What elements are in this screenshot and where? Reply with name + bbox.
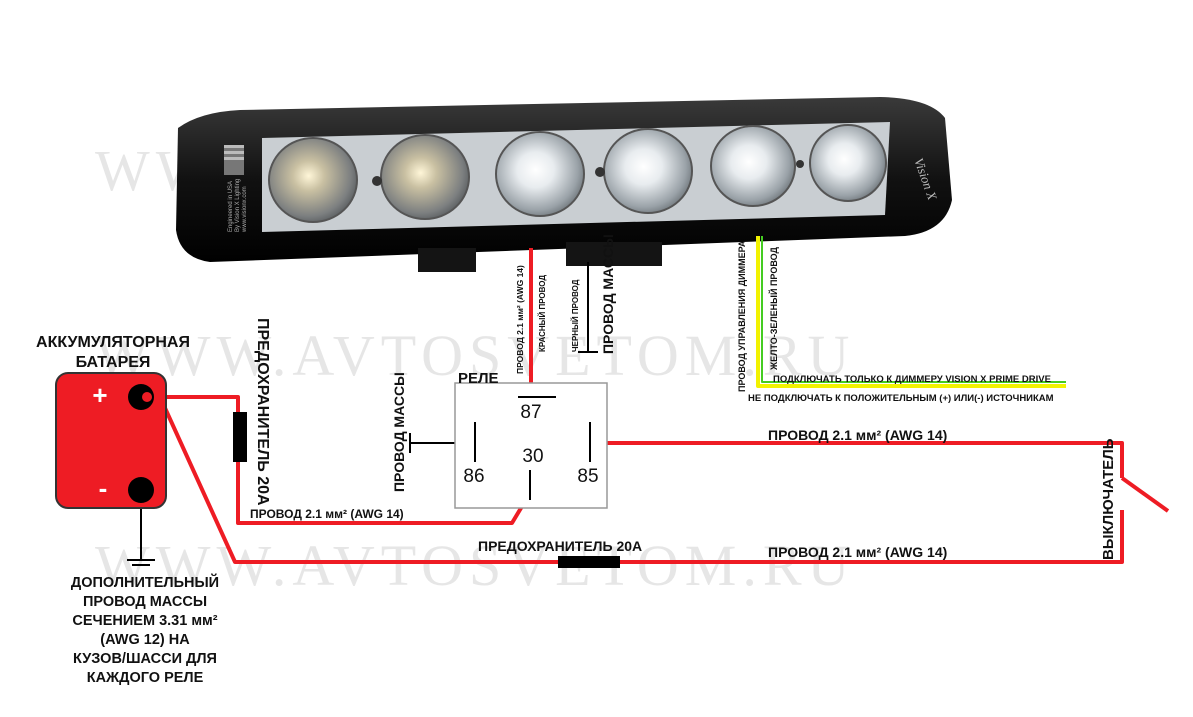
led-lens-4 bbox=[603, 128, 693, 214]
wire-relay-85-to-switch bbox=[593, 441, 1124, 478]
relay: 87 86 30 85 bbox=[454, 382, 608, 509]
svg-text:By Vision X Lighting: By Vision X Lighting bbox=[235, 179, 241, 232]
switch-lever bbox=[1120, 476, 1170, 513]
wire-label-fuse-to-30: ПРОВОД 2.1 мм² (AWG 14) bbox=[250, 507, 404, 521]
ground-note: ДОПОЛНИТЕЛЬНЫЙ ПРОВОД МАССЫ СЕЧЕНИЕМ 3.3… bbox=[71, 573, 219, 686]
svg-text:КАЖДОГО РЕЛЕ: КАЖДОГО РЕЛЕ bbox=[87, 670, 204, 686]
svg-text:ДОПОЛНИТЕЛЬНЫЙ: ДОПОЛНИТЕЛЬНЫЙ bbox=[71, 573, 219, 591]
fuse-horizontal bbox=[558, 556, 620, 568]
wire-battery-to-switch bbox=[158, 396, 1124, 564]
wires bbox=[127, 236, 1170, 566]
watermark-2: WWW.AVTOSVETOM.RU bbox=[95, 323, 855, 388]
dimmer-note-line1: ПОДКЛЮЧАТЬ ТОЛЬКО К ДИММЕРУ VISION X PRI… bbox=[773, 374, 1051, 385]
relay-pin-85: 85 bbox=[577, 466, 598, 487]
wire-label-dimmer-line1: ПРОВОД УПРАВЛЕНИЯ ДИММЕРА bbox=[737, 240, 747, 392]
us-flag-icon bbox=[224, 145, 244, 175]
mount-foot-right bbox=[566, 242, 662, 266]
svg-text:КУЗОВ/ШАССИ ДЛЯ: КУЗОВ/ШАССИ ДЛЯ bbox=[73, 651, 217, 667]
battery-positive-terminal bbox=[128, 384, 154, 410]
svg-text:(AWG 12) НА: (AWG 12) НА bbox=[100, 632, 190, 648]
svg-text:ПРОВОД МАССЫ: ПРОВОД МАССЫ bbox=[83, 594, 207, 610]
fuse-vertical-label: ПРЕДОХРАНИТЕЛЬ 20А bbox=[254, 318, 271, 506]
wire-label-black-big: ПРОВОД МАССЫ bbox=[600, 234, 616, 354]
dimmer-note-line2: НЕ ПОДКЛЮЧАТЬ К ПОЛОЖИТЕЛЬНЫМ (+) ИЛИ(-)… bbox=[748, 393, 1054, 404]
wire-label-black-small: ЧЕРНЫЙ ПРОВОД bbox=[571, 279, 580, 352]
fuse-bottom-label: ПРЕДОХРАНИТЕЛЬ 20А bbox=[478, 538, 642, 554]
relay-pin-30: 30 bbox=[522, 446, 543, 467]
svg-text:Engineered in USA: Engineered in USA bbox=[228, 181, 234, 232]
wire-label-red-line1: ПРОВОД 2.1 мм² (AWG 14) bbox=[515, 265, 525, 374]
wire-label-bottom: ПРОВОД 2.1 мм² (AWG 14) bbox=[768, 544, 947, 560]
relay-pin-87: 87 bbox=[520, 402, 541, 423]
relay-title: РЕЛЕ bbox=[458, 370, 499, 387]
led-lens-6 bbox=[809, 124, 887, 202]
wire-label-red-line2: КРАСНЫЙ ПРОВОД bbox=[538, 275, 547, 352]
relay-ground-label: ПРОВОД МАССЫ bbox=[391, 372, 407, 492]
led-lenses bbox=[268, 124, 887, 223]
wire-dimmer-green bbox=[761, 236, 1066, 383]
switch-label: ВЫКЛЮЧАТЕЛЬ bbox=[1100, 438, 1117, 560]
light-bar-label: Engineered in USA By Vision X Lighting w… bbox=[228, 179, 248, 233]
battery-title-line1: АККУМУЛЯТОРНАЯ bbox=[36, 334, 190, 351]
relay-pin-86: 86 bbox=[463, 466, 484, 487]
fuse-vertical bbox=[233, 412, 247, 462]
wire-label-dimmer-line2: ЖЕЛТО-ЗЕЛЕНЫЙ ПРОВОД bbox=[768, 247, 779, 371]
led-lens-1 bbox=[268, 137, 358, 223]
led-lens-5 bbox=[710, 125, 796, 207]
led-light-bar: Engineered in USA By Vision X Lighting w… bbox=[176, 97, 952, 272]
battery: + - bbox=[55, 372, 167, 509]
led-lens-2 bbox=[380, 134, 470, 220]
watermark-3: WWW.AVTOSVETOM.RU bbox=[95, 533, 855, 598]
led-lens-3 bbox=[495, 131, 585, 217]
mount-foot-left bbox=[418, 248, 476, 272]
battery-minus-sign: - bbox=[99, 473, 108, 503]
battery-plus-sign: + bbox=[92, 380, 107, 410]
battery-title-line2: БАТАРЕЯ bbox=[76, 354, 151, 371]
wire-label-relay-to-switch: ПРОВОД 2.1 мм² (AWG 14) bbox=[768, 427, 947, 443]
svg-text:www.visionx.com: www.visionx.com bbox=[242, 186, 248, 233]
svg-text:СЕЧЕНИЕМ 3.31 мм²: СЕЧЕНИЕМ 3.31 мм² bbox=[72, 613, 217, 629]
battery-negative-terminal bbox=[128, 477, 154, 503]
wire-dimmer-yellow bbox=[756, 236, 1066, 388]
